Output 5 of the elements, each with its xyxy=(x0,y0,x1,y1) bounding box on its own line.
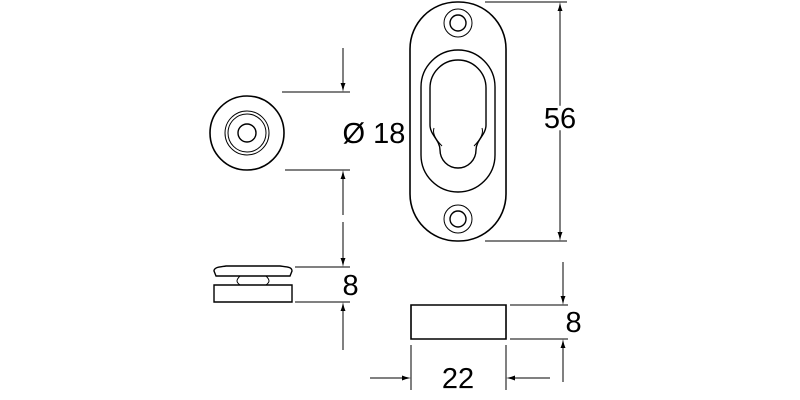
dimension-label: 8 xyxy=(344,274,358,296)
dimension-label: 22 xyxy=(443,368,473,388)
dimension-label: 56 xyxy=(542,106,578,130)
dimension-label: Ø 18 xyxy=(344,122,404,144)
dimension-label: 8 xyxy=(566,312,580,332)
